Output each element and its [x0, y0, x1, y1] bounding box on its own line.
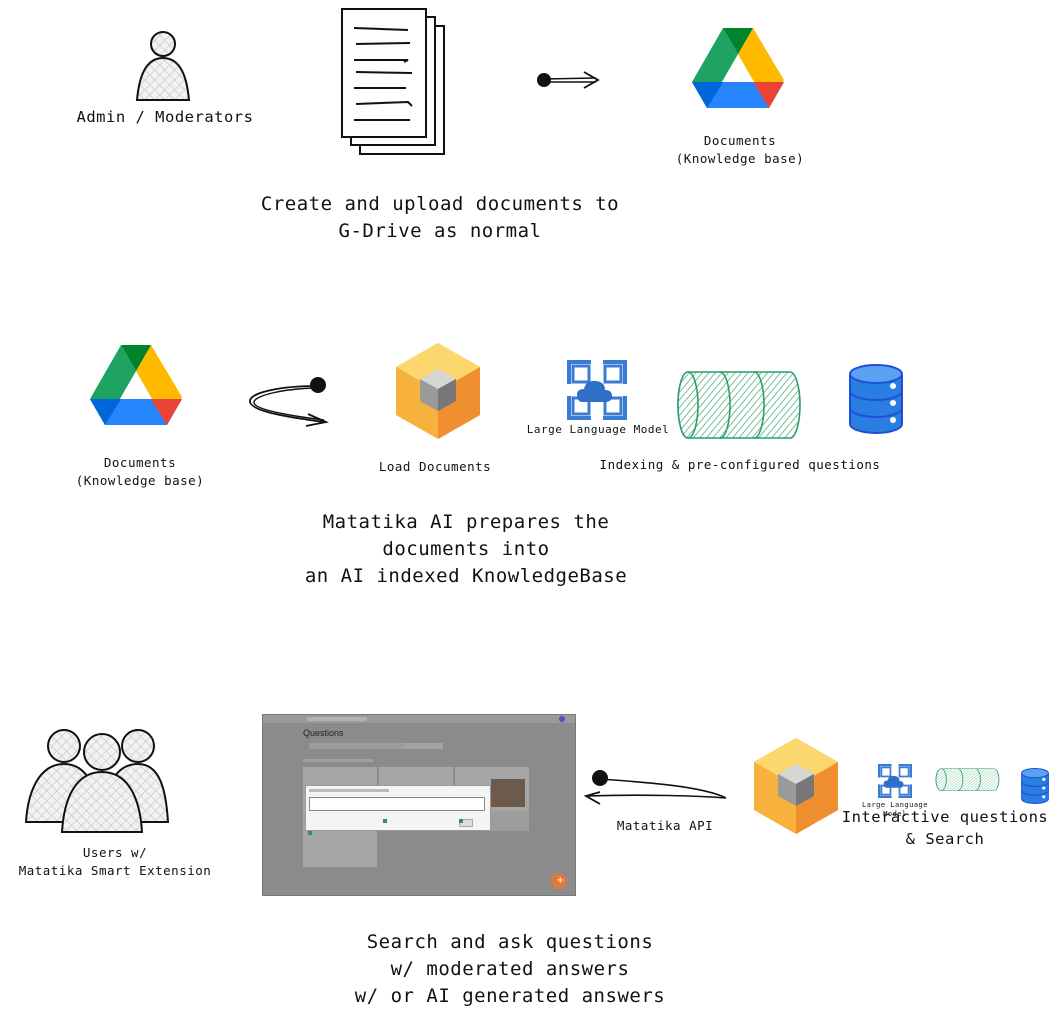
llm-label-2: Large Language Model: [526, 423, 670, 436]
section1-caption: Create and upload documents to G-Drive a…: [260, 193, 620, 242]
database-icon: [849, 364, 903, 434]
google-drive-icon: [692, 28, 784, 108]
package-box-icon: [754, 738, 838, 834]
users-label: Users w/ Matatika Smart Extension: [18, 845, 212, 878]
cylinder-pipe-icon: [935, 768, 1000, 792]
user-group-icon: [24, 729, 170, 833]
drive-label-2: Documents (Knowledge base): [75, 455, 205, 488]
section3-caption: Search and ask questions w/ moderated an…: [354, 931, 666, 1007]
package-box-icon: [396, 343, 480, 439]
drive-label-1: Documents (Knowledge base): [675, 133, 805, 166]
llm-label-3: Large Language Model: [861, 801, 928, 818]
cylinder-pipe-icon: [677, 371, 801, 439]
indexing-label: Indexing & pre-configured questions: [599, 457, 881, 472]
cloud-network-icon: [876, 762, 914, 800]
cloud-network-icon: [565, 358, 629, 422]
database-icon: [1021, 767, 1049, 805]
screenshot-page-title: Questions: [303, 728, 344, 738]
api-label: Matatika API: [616, 818, 714, 833]
load-documents-label: Load Documents: [378, 459, 492, 474]
arrow-right-icon: [537, 71, 600, 89]
section2-caption: Matatika AI prepares the documents into …: [304, 511, 628, 587]
api-arrow-icon: [583, 770, 727, 805]
google-drive-icon: [90, 345, 182, 425]
curved-arrow-icon: [249, 377, 329, 427]
admin-person-icon: [136, 31, 190, 101]
questions-screenshot: Questions +: [262, 714, 576, 896]
admin-label: Admin / Moderators: [76, 108, 254, 126]
interactive-label: Interactive questions & Search: [841, 808, 1049, 848]
document-stack-icon: [341, 8, 445, 155]
